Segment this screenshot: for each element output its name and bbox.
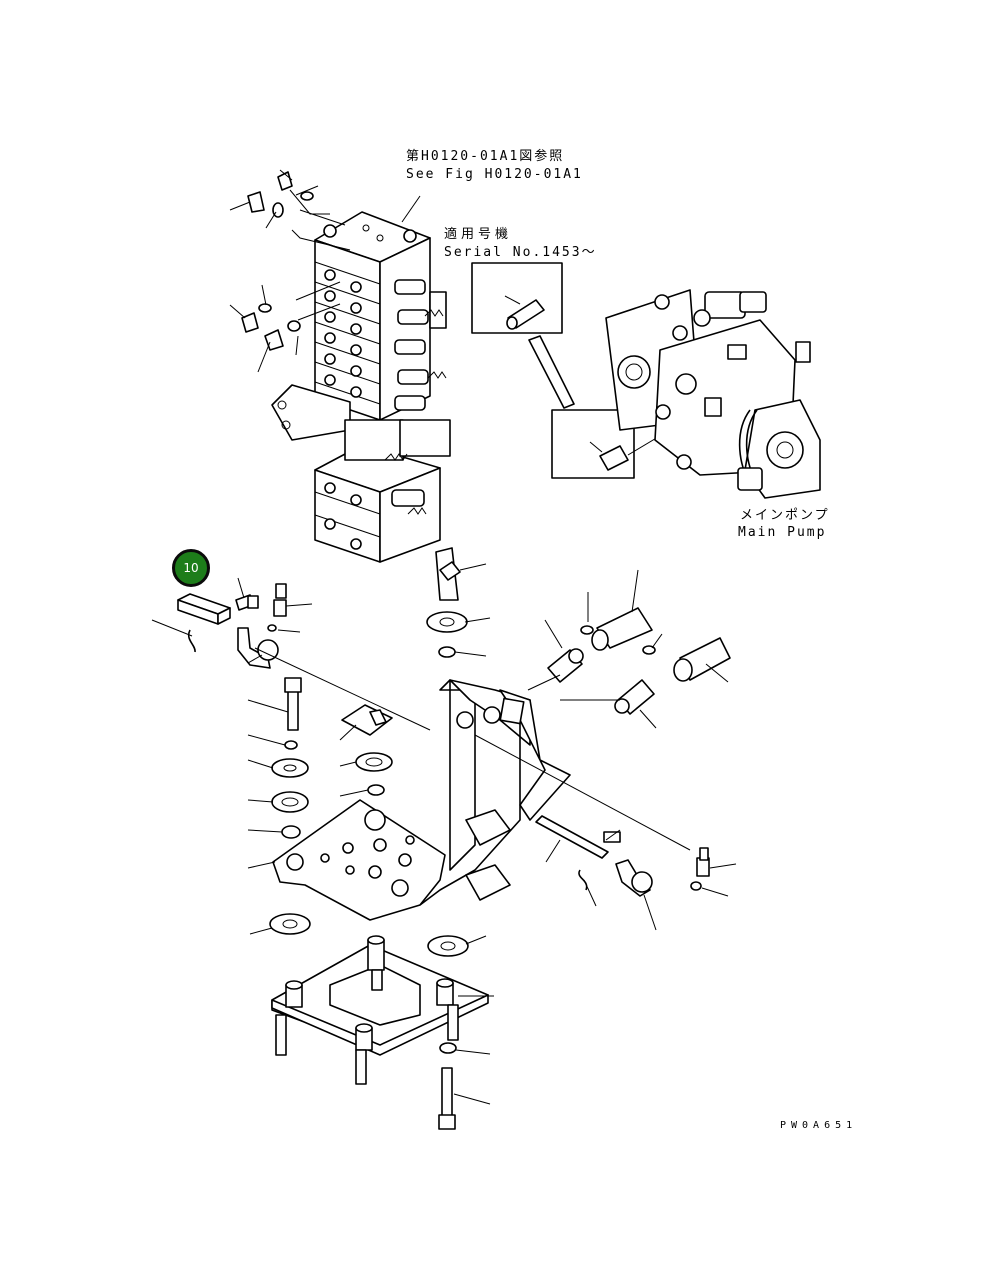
part-callout-10[interactable]: 10	[172, 549, 210, 587]
main-pump	[605, 289, 821, 499]
main-pump-label-jp: メインポンプ	[740, 508, 830, 523]
control-valve-assembly	[229, 169, 451, 563]
see-fig-label-en: See Fig H0120-01A1	[406, 167, 583, 182]
part-callout-number: 10	[183, 561, 199, 575]
applicable-serial-label-jp: 適用号機	[444, 227, 513, 242]
serial-number-label: Serial No.1453～	[444, 245, 597, 260]
main-pump-label-en: Main Pump	[738, 525, 827, 540]
see-fig-label-jp: 第H0120-01A1図参照	[406, 149, 565, 164]
drawing-code: PW0A651	[780, 1120, 858, 1131]
loose-parts	[151, 547, 737, 1130]
mounting-bracket	[271, 679, 571, 1085]
